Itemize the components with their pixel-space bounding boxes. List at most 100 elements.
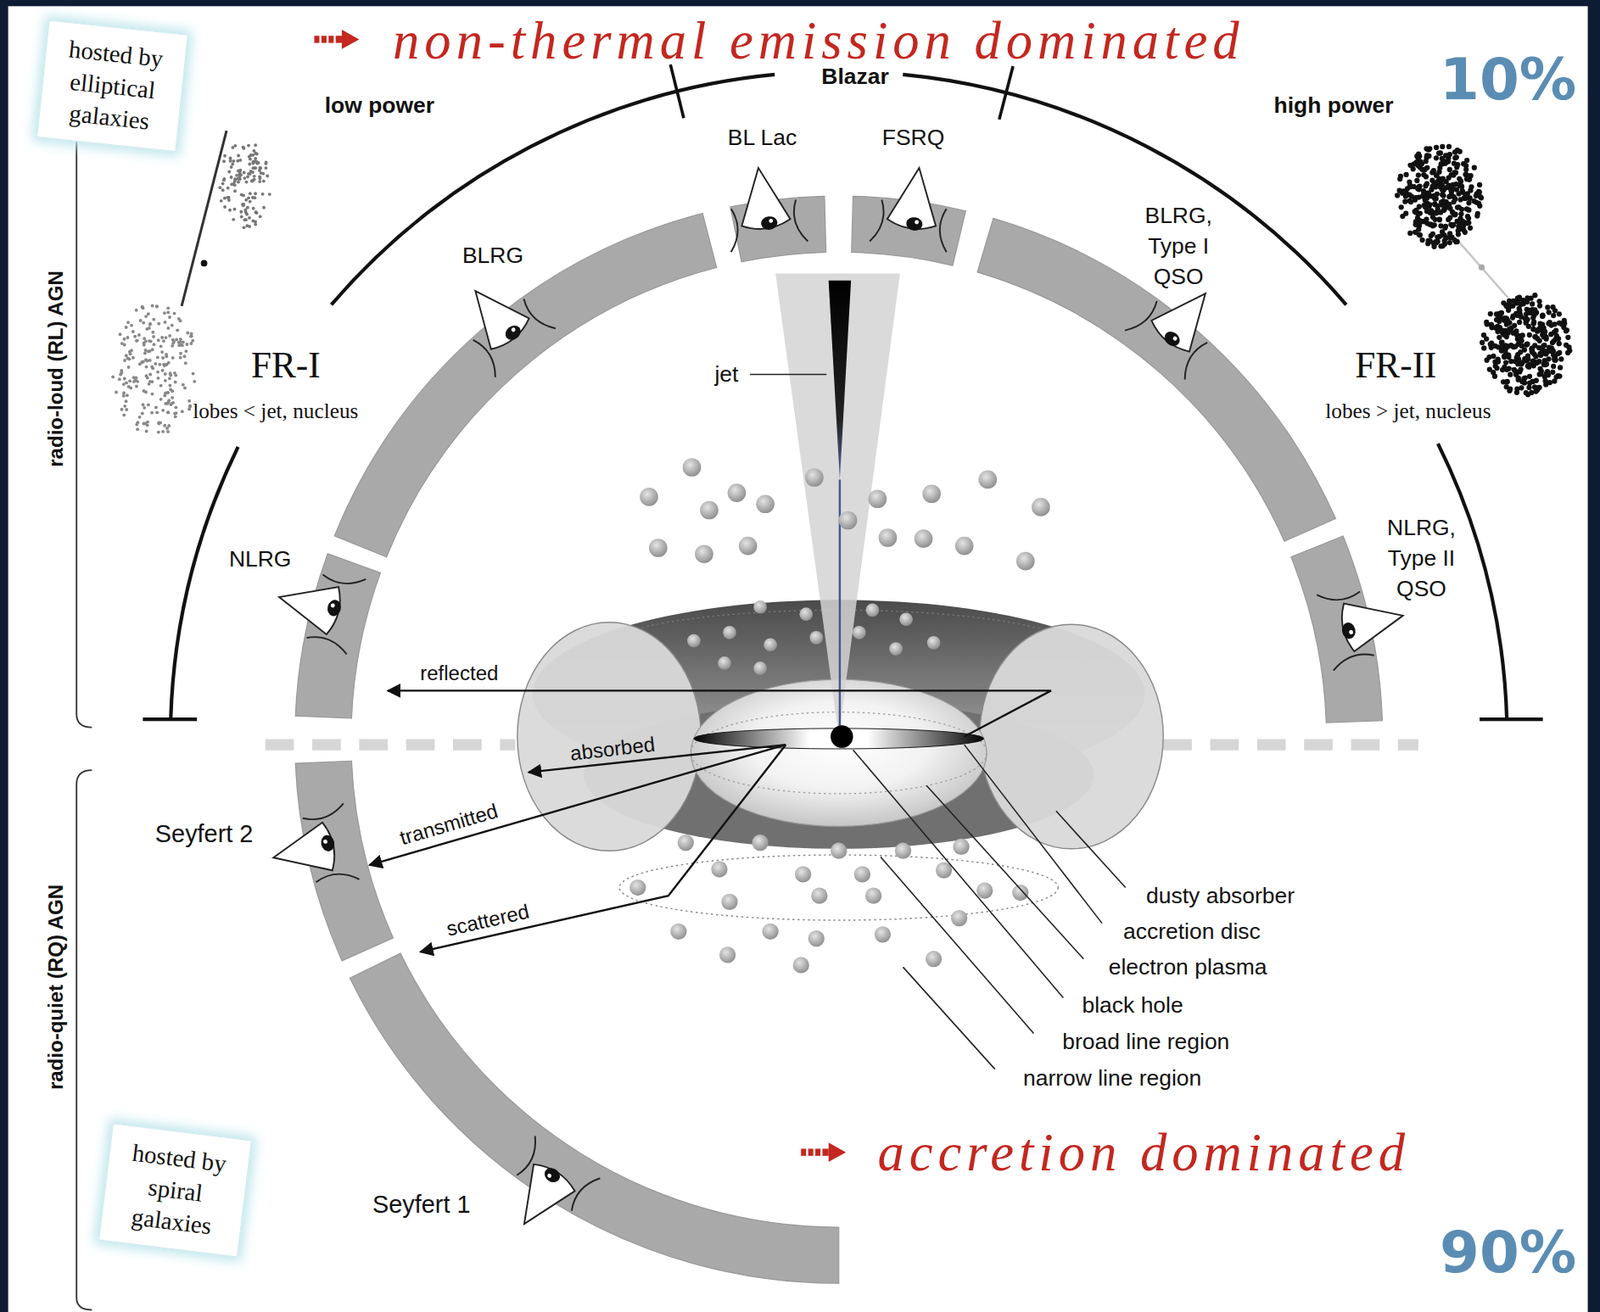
radio-lobe	[1475, 211, 1481, 217]
radio-lobe	[148, 358, 152, 363]
leader-lines	[880, 856, 1034, 1034]
gas-cloud	[639, 487, 659, 507]
radio-lobe	[247, 162, 252, 167]
gas-cloud	[738, 537, 758, 556]
jet	[775, 273, 901, 737]
jet	[775, 273, 901, 737]
radio-lobe	[1556, 311, 1562, 317]
gas-cloud	[976, 883, 993, 900]
radio-lobe	[122, 413, 126, 417]
radio-lobe	[163, 402, 168, 406]
class-label: Seyfert 1	[372, 1191, 471, 1220]
gas-cloud	[670, 923, 687, 940]
radio-lobe	[1409, 194, 1415, 200]
radio-lobe	[1465, 220, 1472, 226]
radio-lobe	[1413, 160, 1419, 166]
radio-lobe	[173, 312, 177, 316]
accretion-disc	[693, 725, 985, 750]
observer-eye	[768, 218, 773, 224]
radio-lobe	[246, 175, 250, 180]
gas-cloud	[952, 839, 969, 856]
radio-lobe	[1413, 222, 1419, 228]
observer-eye	[520, 295, 556, 336]
radio-lobe	[1403, 211, 1409, 217]
radio-lobe	[1527, 374, 1533, 380]
radio-lobe	[173, 405, 178, 409]
radio-lobe	[1459, 188, 1465, 194]
leader-lines	[749, 374, 827, 376]
radio-lobe	[184, 361, 188, 365]
gas-cloud	[717, 656, 732, 671]
radio-lobe	[161, 408, 165, 413]
radio-lobe	[1515, 352, 1521, 358]
radio-lobe	[1474, 190, 1480, 196]
radio-jet	[1457, 240, 1509, 299]
radio-lobe	[173, 380, 178, 385]
radio-jet	[181, 130, 227, 307]
radio-lobe	[227, 170, 231, 174]
radio-lobe	[251, 206, 256, 211]
radio-lobe	[167, 410, 171, 414]
radio-lobe	[1428, 222, 1434, 228]
radio-lobe	[1565, 350, 1571, 356]
radio-lobe	[1416, 232, 1422, 238]
radio-lobe	[248, 157, 252, 162]
radio-lobe	[1493, 311, 1500, 317]
radio-lobe	[156, 356, 160, 360]
radio-lobe	[228, 208, 232, 213]
radio-lobe	[183, 386, 187, 390]
observer-eye	[456, 275, 533, 354]
radio-lobe	[255, 211, 259, 215]
radio-lobe	[242, 171, 247, 175]
radio-lobe	[150, 411, 154, 415]
radio-lobe	[1488, 341, 1494, 347]
radio-lobe	[1402, 199, 1408, 205]
radio-lobe	[1547, 380, 1553, 386]
red-arrow	[313, 35, 319, 43]
gas-cloud	[895, 843, 912, 860]
radio-lobe	[168, 371, 173, 375]
gas-cloud	[951, 910, 968, 927]
radio-lobe	[1563, 328, 1569, 334]
radio-lobe	[243, 207, 247, 212]
class-note: lobes > jet, nucleus	[1325, 398, 1491, 424]
radio-lobe	[1439, 182, 1445, 188]
radio-lobe	[1529, 348, 1535, 354]
radio-lobe	[160, 335, 164, 340]
radio-lobe	[1467, 225, 1473, 231]
radio-lobe	[1544, 304, 1550, 310]
gas-cloud	[811, 888, 828, 905]
radio-lobe	[1523, 390, 1529, 396]
note-text: hosted by elliptical galaxies	[50, 32, 174, 140]
gas-cloud	[629, 879, 646, 896]
radio-lobe	[1488, 322, 1494, 328]
radio-lobe	[143, 352, 147, 356]
observer-eye	[510, 326, 517, 333]
part-label: dusty absorber	[1146, 883, 1295, 909]
radio-lobe	[131, 330, 135, 334]
radio-lobe	[1532, 342, 1538, 348]
observer-eye	[568, 1173, 600, 1215]
radio-lobe	[1453, 169, 1459, 175]
radio-lobe	[1518, 338, 1524, 344]
radio-lobe	[189, 341, 193, 346]
radio-lobe	[123, 377, 127, 381]
radio-lobe	[1546, 346, 1552, 353]
torus	[979, 624, 1164, 850]
radio-lobe	[1456, 204, 1462, 210]
observer-eye	[323, 839, 329, 845]
radio-lobe	[156, 430, 161, 435]
radio-lobe	[133, 335, 137, 339]
radio-lobe	[126, 357, 130, 361]
radio-lobe	[145, 430, 149, 434]
radio-lobe	[1511, 367, 1517, 373]
radio-lobe	[135, 427, 140, 431]
radio-lobe	[156, 370, 160, 375]
percentage: 90%	[1439, 1224, 1577, 1282]
radio-lobe	[146, 402, 151, 407]
radio-lobe	[1503, 359, 1509, 365]
radio-lobe	[1478, 195, 1484, 201]
radio-lobe	[134, 423, 139, 427]
radio-lobe	[1437, 234, 1443, 240]
radio-lobe	[1487, 366, 1493, 372]
